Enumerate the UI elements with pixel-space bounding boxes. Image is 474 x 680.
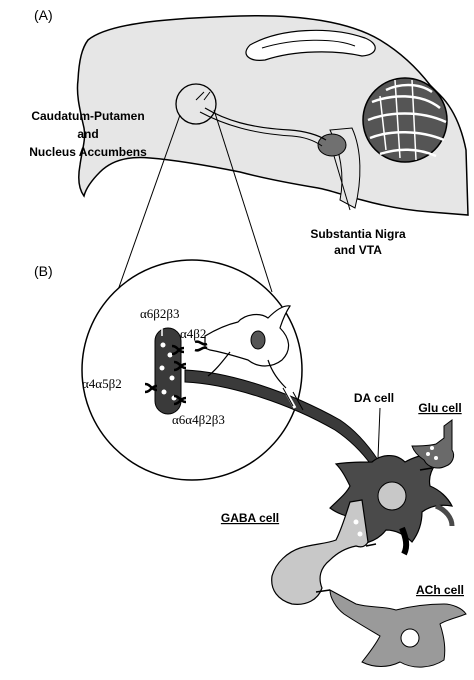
striatum-circle <box>175 83 217 125</box>
dopamine-pathway <box>204 107 327 141</box>
panel-b: (B) <box>34 259 467 668</box>
midbrain-label-line1: Substantia Nigra <box>310 227 406 241</box>
da-cell-label: DA cell <box>354 391 394 405</box>
gaba-cell-label: GABA cell <box>221 511 279 525</box>
striatum-label-line1: Caudatum-Putamen <box>31 109 144 123</box>
cerebellum <box>362 77 448 163</box>
zoom-line-right <box>213 109 273 293</box>
zoom-line-left <box>117 114 181 291</box>
receptor-label-a4b2: α4β2 <box>180 326 206 341</box>
midbrain-label-line2: and VTA <box>334 243 382 257</box>
receptor-label-a4a5b2: α4α5β2 <box>82 376 122 391</box>
ach-cell <box>315 589 467 668</box>
brain-outline <box>76 14 469 216</box>
receptor-label-a6b2b3: α6β2β3 <box>140 306 180 321</box>
midbrain-pointer <box>333 155 351 211</box>
corpus-callosum <box>245 29 376 61</box>
glu-cell-label: Glu cell <box>418 401 461 415</box>
panel-b-label: (B) <box>34 263 53 279</box>
ventricle <box>261 39 356 49</box>
ach-cell-label: ACh cell <box>416 583 464 597</box>
da-terminal <box>154 326 182 415</box>
da-cell-pointer <box>377 407 381 459</box>
receptor-symbols <box>144 344 187 406</box>
panel-a-label: (A) <box>34 7 53 23</box>
receptor-label-a6a4b2b3: α6α4β2β3 <box>172 412 225 427</box>
striatum-label-line3: Nucleus Accumbens <box>29 145 147 159</box>
postsynaptic-neuron <box>194 305 291 389</box>
gaba-cell <box>271 499 377 605</box>
glu-cell <box>411 419 455 471</box>
panel-a: (A) Caudatum-Putamen and Nucleus Accumbe… <box>29 7 469 257</box>
striatum-label-line2: and <box>77 127 98 141</box>
